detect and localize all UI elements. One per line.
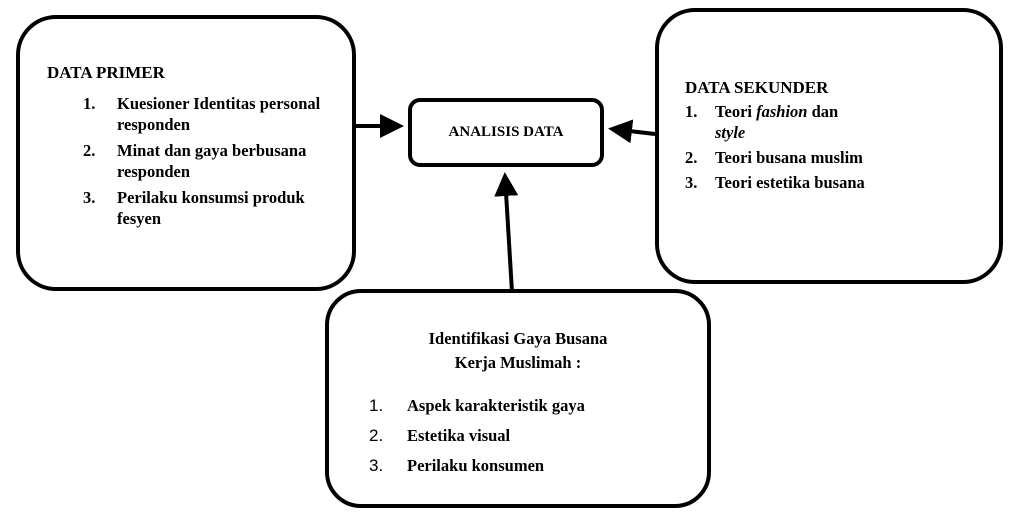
identifikasi-list: 1.Aspek karakteristik gaya 2.Estetika vi… — [369, 393, 689, 483]
list-item: 1.Aspek karakteristik gaya — [369, 396, 585, 415]
list-item: 3.Perilaku konsumen — [369, 456, 545, 475]
list-item: 2.Teori busana muslim — [685, 148, 863, 167]
identifikasi-title: Identifikasi Gaya Busana Kerja Muslimah … — [428, 329, 608, 372]
identifikasi-box: Identifikasi Gaya Busana Kerja Muslimah … — [325, 289, 711, 508]
list-item: 2.Minat dan gaya berbusana responden — [83, 141, 307, 181]
list-item: 3.Teori estetika busana — [685, 173, 865, 192]
arrow-identifikasi-to-analisis — [494, 172, 519, 293]
arrow-sekunder-to-analisis — [608, 119, 656, 144]
analisis-data-box: ANALISIS DATA — [408, 98, 604, 167]
data-primer-list: 1.Kuesioner Identitas personal responden… — [83, 93, 323, 234]
data-sekunder-title: DATA SEKUNDER — [685, 78, 829, 97]
list-item: 1.Teori fashion dan style — [685, 102, 839, 142]
list-item: 2.Estetika visual — [369, 426, 511, 445]
data-sekunder-list: 1.Teori fashion dan style 2.Teori busana… — [685, 101, 985, 197]
analisis-data-title: ANALISIS DATA — [448, 124, 564, 140]
list-item: 1.Kuesioner Identitas personal responden — [83, 94, 321, 134]
list-item: 3.Perilaku konsumsi produk fesyen — [83, 188, 305, 228]
data-primer-box: DATA PRIMER 1.Kuesioner Identitas person… — [16, 15, 356, 291]
data-sekunder-box: DATA SEKUNDER 1.Teori fashion dan style … — [655, 8, 1003, 284]
data-primer-title: DATA PRIMER — [47, 63, 165, 82]
